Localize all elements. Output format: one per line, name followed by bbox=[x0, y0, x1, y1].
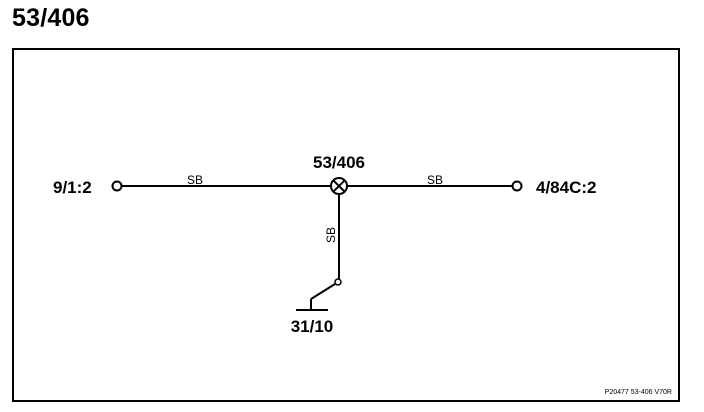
wire-left-color-label: SB bbox=[187, 173, 203, 187]
left-terminal-connector bbox=[111, 180, 123, 192]
center-component-label: 53/406 bbox=[313, 153, 365, 172]
right-terminal-connector bbox=[511, 180, 523, 192]
diagram-frame bbox=[12, 48, 680, 402]
left-terminal-label: 9/1:2 bbox=[53, 178, 92, 197]
page-title: 53/406 bbox=[12, 4, 90, 32]
wire-vertical-color-label: SB bbox=[324, 227, 338, 243]
drawing-reference: P20477 53-406 V70R bbox=[605, 389, 672, 396]
switch-lever-icon bbox=[310, 283, 336, 300]
lamp-icon bbox=[330, 177, 348, 195]
switch-contact-icon bbox=[334, 278, 342, 286]
right-terminal-label: 4/84C:2 bbox=[536, 178, 596, 197]
ground-label: 31/10 bbox=[291, 317, 334, 336]
wire-right-color-label: SB bbox=[427, 173, 443, 187]
